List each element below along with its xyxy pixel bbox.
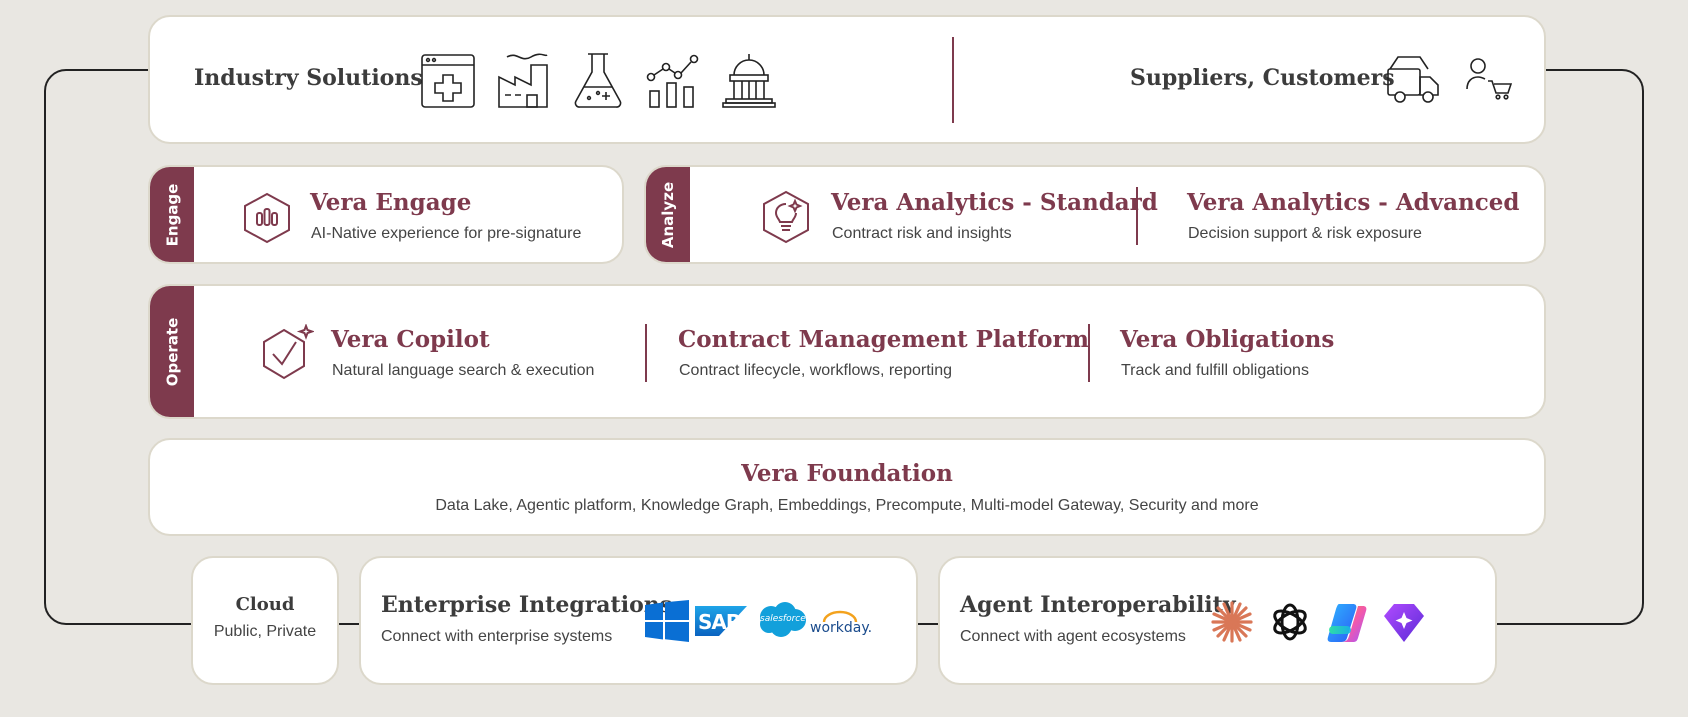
suppliers-customers-label: Suppliers, Customers xyxy=(1130,65,1395,91)
sap-logo-icon: SAP xyxy=(695,606,747,636)
vera-copilot-title: Vera Copilot xyxy=(331,326,490,353)
vera-obligations-title: Vera Obligations xyxy=(1120,326,1335,353)
foundation-card: Vera Foundation Data Lake, Agentic platf… xyxy=(148,438,1546,536)
vera-analytics-advanced-title: Vera Analytics - Advanced xyxy=(1187,189,1520,216)
flask-icon xyxy=(572,51,624,109)
customer-cart-icon xyxy=(1466,57,1512,101)
openai-knot-icon xyxy=(1268,600,1312,644)
vera-analytics-standard-subtitle: Contract risk and insights xyxy=(832,225,1012,242)
agent-interoperability-card: Agent Interoperability Connect with agen… xyxy=(938,556,1497,685)
top-divider xyxy=(952,37,954,123)
salesforce-logo-icon: salesforce xyxy=(757,602,807,638)
analyze-card: Analyze Vera Analytics - Standard Contra… xyxy=(644,165,1546,264)
claude-starburst-icon xyxy=(1210,600,1254,644)
industry-solutions-card: Industry Solutions xyxy=(148,15,1546,144)
contract-management-platform-title: Contract Management Platform xyxy=(678,326,1089,353)
vera-obligations-subtitle: Track and fulfill obligations xyxy=(1121,362,1309,379)
hexagon-check-sparkle-icon xyxy=(260,324,314,384)
vera-analytics-standard-title: Vera Analytics - Standard xyxy=(831,189,1158,216)
enterprise-integrations-title: Enterprise Integrations xyxy=(381,592,673,618)
operate-tab: Operate xyxy=(150,286,194,417)
analytics-chart-icon xyxy=(646,53,700,109)
analyze-tab: Analyze xyxy=(646,167,690,262)
enterprise-integrations-subtitle: Connect with enterprise systems xyxy=(381,628,613,645)
medical-window-icon xyxy=(420,53,476,109)
analyze-divider xyxy=(1136,187,1138,245)
industry-solutions-label: Industry Solutions xyxy=(194,65,423,91)
agent-interoperability-subtitle: Connect with agent ecosystems xyxy=(960,628,1186,645)
government-building-icon xyxy=(722,53,776,109)
gemini-gem-icon xyxy=(1382,600,1426,644)
operate-divider-1 xyxy=(645,324,647,382)
factory-icon xyxy=(497,51,551,109)
cloud-title: Cloud xyxy=(235,594,295,615)
operate-card: Operate Vera Copilot Natural language se… xyxy=(148,284,1546,419)
vera-copilot-subtitle: Natural language search & execution xyxy=(332,362,595,379)
hexagon-bars-icon xyxy=(242,192,292,244)
hexagon-lightbulb-icon xyxy=(761,189,811,245)
vera-analytics-advanced-subtitle: Decision support & risk exposure xyxy=(1188,225,1422,242)
delivery-truck-icon xyxy=(1386,55,1442,105)
vera-foundation-subtitle: Data Lake, Agentic platform, Knowledge G… xyxy=(435,497,1259,514)
copilot-icon xyxy=(1325,600,1369,644)
cloud-card: Cloud Public, Private xyxy=(191,556,339,685)
enterprise-integrations-card: Enterprise Integrations Connect with ent… xyxy=(359,556,918,685)
agent-interoperability-title: Agent Interoperability xyxy=(960,592,1236,618)
operate-divider-2 xyxy=(1088,324,1090,382)
vera-engage-title: Vera Engage xyxy=(310,189,472,216)
contract-management-platform-subtitle: Contract lifecycle, workflows, reporting xyxy=(679,362,952,379)
cloud-subtitle: Public, Private xyxy=(213,623,317,640)
vera-foundation-title: Vera Foundation xyxy=(741,460,953,487)
engage-tab: Engage xyxy=(150,167,194,262)
vera-engage-subtitle: AI-Native experience for pre-signature xyxy=(311,225,582,242)
workday-logo-icon: workday. xyxy=(810,610,872,636)
engage-card: Engage Vera Engage AI-Native experience … xyxy=(148,165,624,264)
windows-logo-icon xyxy=(645,600,689,642)
